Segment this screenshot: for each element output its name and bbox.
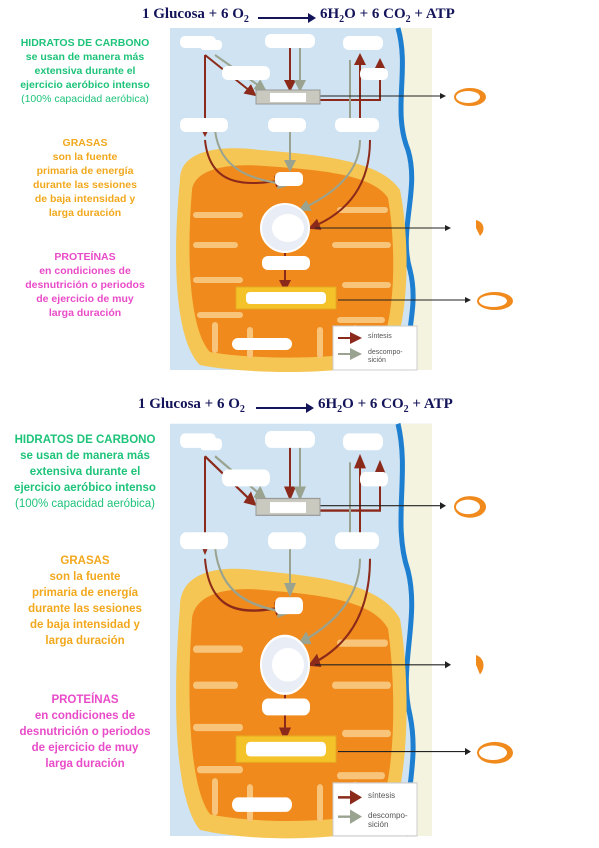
carbs-line: se usan de manera más [25,51,145,63]
proteins-description: PROTEÍNAS en condiciones de desnutrición… [0,250,170,320]
carbs-description: HIDRATOS DE CARBONO se usan de manera má… [0,432,170,512]
proteins-line: de ejercicio de muy [36,293,134,305]
carbs-line: (100% capacidad aeróbica) [21,93,149,105]
carbs-heading: HIDRATOS DE CARBONO [14,434,156,446]
equation: 1 Glucosa + 6 O2 6H2O + 6 CO2 + ATP [0,4,599,28]
output-arrows [315,502,471,756]
fats-line: primaria de energía [31,587,139,599]
fats-description: GRASAS son la fuente primaria de energía… [0,553,170,649]
proteins-line: larga duración [45,758,125,770]
legend-synthesis-label: síntesis [368,333,392,340]
equation-arrow [256,403,314,413]
cell-membrane [395,27,416,371]
cell-illustration [170,422,513,839]
carbs-line: ejercicio aeróbico intenso [14,482,156,494]
equation-products: 6H2O + 6 CO2 + ATP [318,396,453,415]
carbs-line: extensiva durante el [29,466,141,478]
legend-box [332,782,418,837]
proteins-line: en condiciones de [39,265,131,277]
fats-heading: GRASAS [60,555,110,567]
proteins-heading: PROTEÍNAS [51,694,119,706]
fats-description: GRASAS son la fuente primaria de energía… [0,136,170,220]
fats-line: son la fuente [52,151,118,163]
extracellular-space [398,423,432,836]
label-placeholders [180,430,388,812]
diagram-panel-bottom: 1 Glucosa + 6 O2 6H2O + 6 CO2 + ATP HIDR… [0,390,599,839]
extracellular-space [398,28,432,370]
output-arrows [315,93,471,303]
equation-products: 6H2O + 6 CO2 + ATP [320,6,455,25]
carbs-line: (100% capacidad aeróbica) [14,498,155,510]
cell-illustration [170,27,513,372]
carbs-description: HIDRATOS DE CARBONO se usan de manera má… [0,36,170,106]
fats-line: durante las sesiones [28,603,142,615]
atp-output-shapes [454,496,513,764]
fats-line: de baja intensidad y [30,619,140,631]
label-placeholders [180,34,388,350]
proteins-line: desnutrición o periodos [19,726,151,738]
legend-breakdown-label: descompo-sición [368,811,408,829]
fats-line: son la fuente [49,571,121,583]
fats-line: larga duración [48,207,122,219]
fats-heading: GRASAS [62,137,108,149]
proteins-line: desnutrición o periodos [25,279,145,291]
equation-reactants: 1 Glucosa + 6 O2 [142,6,249,25]
proteins-line: de ejercicio de muy [31,742,139,754]
carbs-heading: HIDRATOS DE CARBONO [20,37,150,49]
fats-line: larga duración [45,635,125,647]
cell-membrane [395,422,416,837]
legend-synthesis-label: síntesis [368,791,396,800]
legend-breakdown-label: descompo-sición [368,349,403,364]
atp-output-shapes [454,88,513,310]
equation-reactants: 1 Glucosa + 6 O2 [138,396,245,415]
diagram-panel-top: 1 Glucosa + 6 O2 6H2O + 6 CO2 + ATP HIDR… [0,0,599,380]
fats-line: primaria de energía [36,165,134,177]
proteins-line: larga duración [48,307,122,319]
proteins-heading: PROTEÍNAS [54,251,116,263]
equation: 1 Glucosa + 6 O2 6H2O + 6 CO2 + ATP [0,394,599,418]
equation-arrow [258,13,316,23]
fats-line: de baja intensidad y [34,193,136,205]
proteins-line: en condiciones de [34,710,136,722]
legend-box [332,325,418,371]
carbs-line: se usan de manera más [20,450,150,462]
fats-line: durante las sesiones [33,179,137,191]
carbs-line: ejercicio aeróbico intenso [20,79,150,91]
proteins-description: PROTEÍNAS en condiciones de desnutrición… [0,692,170,772]
carbs-line: extensiva durante el [34,65,136,77]
